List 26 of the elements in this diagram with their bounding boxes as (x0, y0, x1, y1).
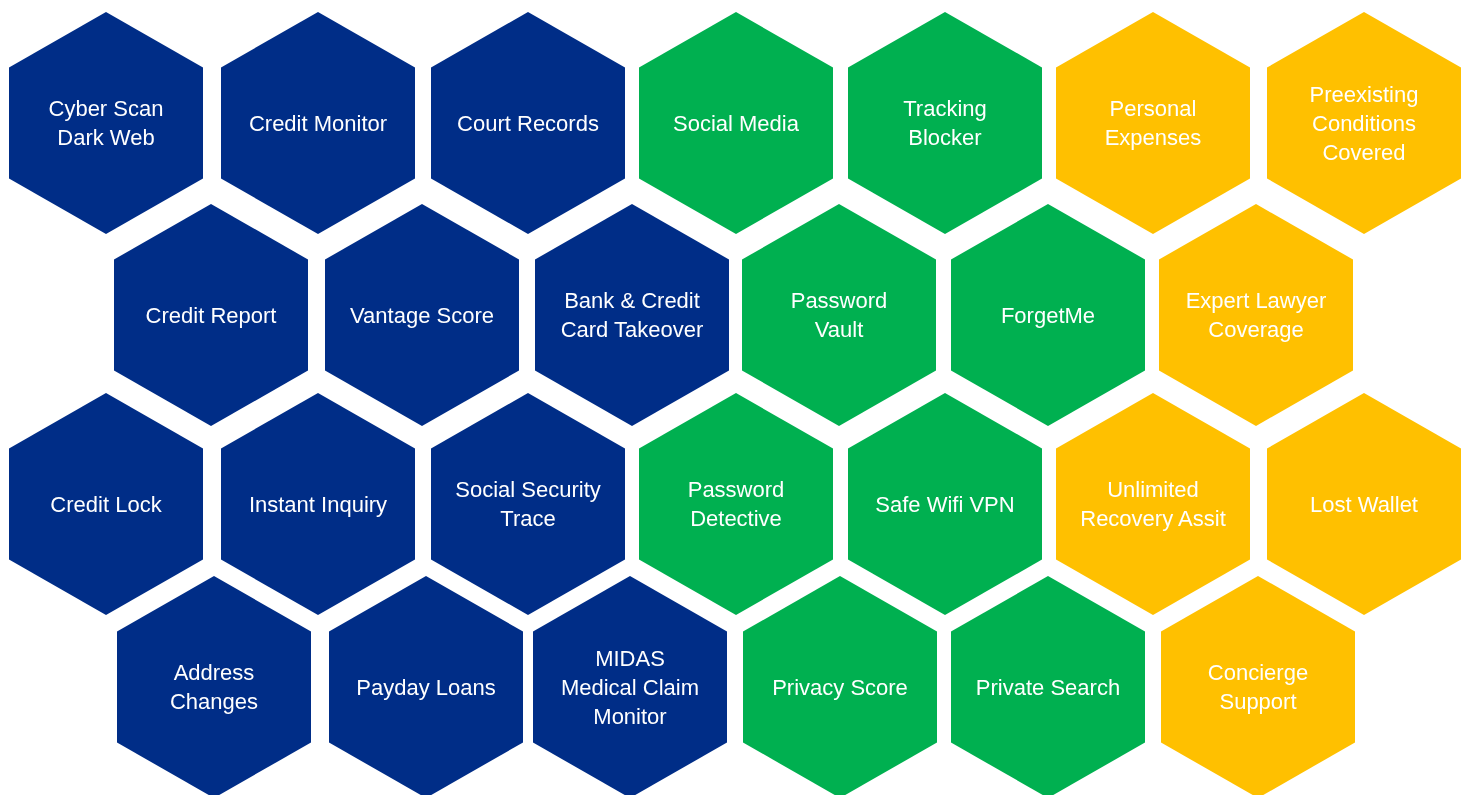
node-label: Bank & Credit Card Takeover (559, 287, 705, 344)
node-label: Court Records (457, 109, 599, 138)
node-label: Concierge Support (1206, 659, 1310, 716)
node-label: Payday Loans (356, 673, 496, 702)
node-label: Preexisting Conditions Covered (1308, 80, 1420, 167)
node-label: Password Vault (789, 287, 889, 344)
node-label: Address Changes (168, 659, 260, 716)
node-label: MIDAS Medical Claim Monitor (559, 644, 701, 731)
node-label: Credit Lock (50, 490, 162, 519)
node-label: Unlimited Recovery Assit (1079, 476, 1227, 533)
node-label: Tracking Blocker (902, 95, 988, 152)
node-label: Expert Lawyer Coverage (1184, 287, 1328, 344)
node-label: Private Search (975, 673, 1121, 702)
node-label: Instant Inquiry (248, 490, 388, 519)
node-label: Vantage Score (350, 301, 494, 330)
node-label: Password Detective (686, 476, 786, 533)
node-label: Social Media (673, 109, 799, 138)
node-label: Credit Monitor (248, 109, 388, 138)
node-label: Cyber Scan Dark Web (47, 95, 165, 152)
node-label: Lost Wallet (1310, 490, 1418, 519)
node-label: Personal Expenses (1103, 95, 1203, 152)
node-label: Credit Report (145, 301, 277, 330)
node-label: ForgetMe (1000, 301, 1096, 330)
node-label: Social Security Trace (454, 476, 602, 533)
node-label: Privacy Score (772, 673, 908, 702)
node-label: Safe Wifi VPN (875, 490, 1015, 519)
